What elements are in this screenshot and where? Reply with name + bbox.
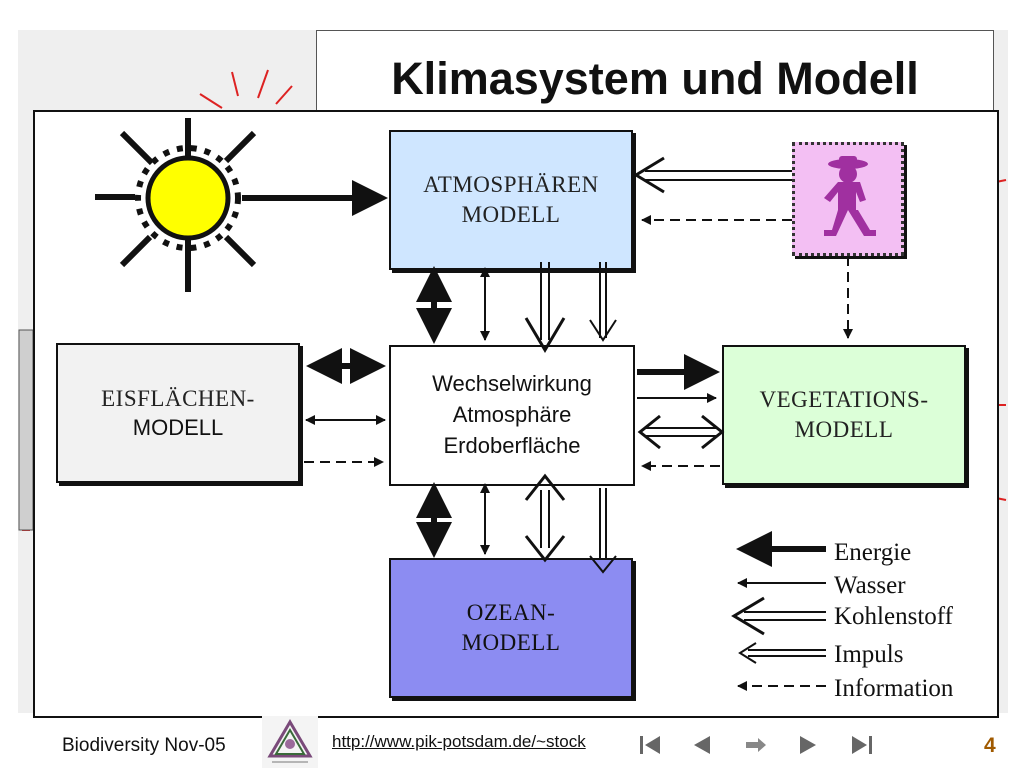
legend-momentum: Impuls: [834, 641, 904, 668]
next-slide-button[interactable]: [794, 732, 822, 758]
pik-logo-icon: [262, 716, 318, 768]
ice-label-2: MODELL: [132, 414, 224, 440]
ocean-model-box: OZEAN- MODELL: [389, 558, 633, 698]
title-box: [316, 30, 994, 120]
walking-man-icon: [824, 156, 876, 236]
ocean-label-2: MODELL: [461, 630, 561, 655]
ice-label-1: EISFLÄCHEN-: [101, 385, 255, 411]
ocean-label-1: OZEAN-: [466, 600, 556, 626]
interaction-box: Wechselwirkung Atmosphäre Erdoberfläche: [389, 345, 635, 486]
legend-energy: Energie: [834, 539, 912, 566]
return-button[interactable]: [742, 732, 770, 758]
next-icon: [800, 736, 816, 754]
human-influence-box: [792, 142, 904, 256]
ice-model-box: EISFLÄCHEN- MODELL: [56, 343, 300, 483]
vegetation-label-2: MODELL: [794, 417, 894, 442]
atmosphere-label-2: MODELL: [461, 202, 561, 227]
interaction-label-1: Wechselwirkung: [432, 371, 592, 397]
atmosphere-model-box: ATMOSPHÄREN MODELL: [389, 130, 633, 270]
last-slide-button[interactable]: [848, 732, 876, 758]
legend-carbon: Kohlenstoff: [834, 603, 953, 630]
vegetation-label-1: VEGETATIONS-: [759, 387, 929, 413]
legend-water: Wasser: [834, 572, 906, 599]
first-slide-button[interactable]: [636, 732, 664, 758]
last-icon: [852, 736, 872, 754]
return-icon: [746, 738, 766, 752]
interaction-label-3: Erdoberfläche: [443, 432, 581, 458]
pik-link[interactable]: http://www.pik-potsdam.de/~stock: [332, 732, 586, 751]
footer-text: Biodiversity Nov-05: [62, 735, 226, 756]
atmosphere-label-1: ATMOSPHÄREN: [423, 172, 599, 198]
interaction-label-2: Atmosphäre: [452, 402, 572, 428]
slide-title: Klimasystem und Modell: [391, 53, 919, 104]
previous-slide-button[interactable]: [688, 732, 716, 758]
first-icon: [640, 736, 660, 754]
vegetation-model-box: VEGETATIONS- MODELL: [722, 345, 966, 485]
legend-information: Information: [834, 675, 954, 702]
previous-icon: [694, 736, 710, 754]
page-number: 4: [984, 734, 996, 757]
